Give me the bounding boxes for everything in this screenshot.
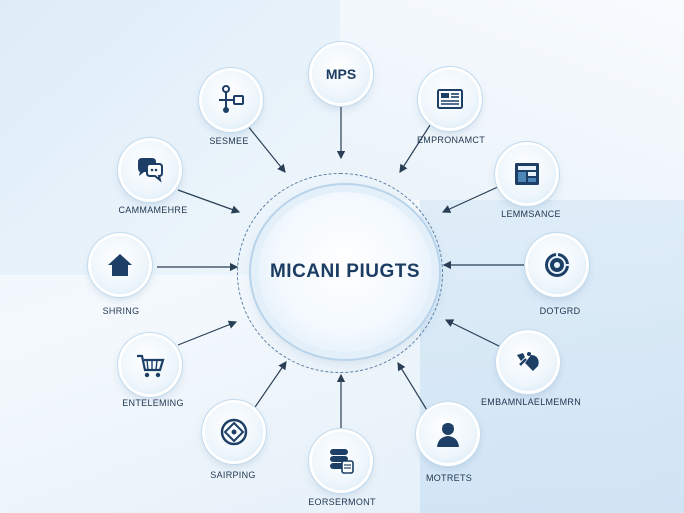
person-icon: [437, 423, 459, 447]
node-label-shring: SHRING: [102, 306, 140, 316]
arrow-sairping: [252, 361, 287, 411]
document-icon: [437, 89, 463, 109]
chat-icon: [138, 158, 163, 183]
node-label-cammamehre: CAMMAMEHRE: [118, 205, 188, 215]
arrow-enteleming: [177, 320, 238, 346]
network-icon: [219, 85, 244, 113]
node-embamnlaelm[interactable]: [499, 333, 557, 391]
node-shring[interactable]: [91, 236, 149, 294]
node-cammamehre[interactable]: [121, 141, 179, 199]
node-sesmee[interactable]: [202, 71, 260, 129]
node-mps[interactable]: MPS: [312, 45, 370, 103]
hub-dashed-ring: [237, 173, 443, 373]
arrow-empronamct: [399, 121, 433, 174]
arrow-lemmsance: [441, 185, 501, 213]
node-mps-text: MPS: [325, 66, 357, 82]
node-motrets[interactable]: [419, 405, 477, 463]
node-enteleming[interactable]: [121, 336, 179, 394]
node-label-motrets: MOTRETS: [425, 473, 473, 483]
node-sairping[interactable]: [205, 403, 263, 461]
node-label-dotgrd: DOTGRD: [539, 306, 581, 316]
node-empronamct[interactable]: [421, 70, 479, 128]
node-label-sairping: SAIRPING: [210, 470, 256, 480]
node-lemmsance[interactable]: [498, 145, 556, 203]
tools-icon: [517, 352, 539, 371]
node-label-embamnlaelm: EMBAMNLAELMEMRN: [480, 397, 582, 407]
node-label-lemmsance: LEMMSANCE: [501, 209, 561, 219]
arrow-motrets: [397, 361, 431, 416]
cart-icon: [137, 354, 165, 378]
node-eorsermont[interactable]: [312, 432, 370, 490]
arrow-cammamehre: [177, 189, 241, 214]
node-label-sesmee: SESMEE: [209, 136, 249, 146]
target-icon: [545, 251, 571, 277]
node-label-enteleming: ENTELEMING: [122, 398, 184, 408]
arrow-sesmee: [246, 124, 286, 173]
node-label-eorsermont: EORSERMONT: [308, 497, 376, 507]
node-dotgrd[interactable]: [528, 236, 586, 294]
dashboard-icon: [515, 163, 539, 185]
central-hub[interactable]: MICANI PIUGTS: [258, 192, 432, 352]
arrow-embamnlaelm: [444, 319, 504, 349]
home-icon: [108, 254, 132, 276]
node-label-empronamct: EMPRONAMCT: [417, 135, 485, 145]
hub-title: MICANI PIUGTS: [269, 261, 421, 282]
compass-icon: [220, 418, 248, 446]
database-icon: [330, 449, 354, 474]
